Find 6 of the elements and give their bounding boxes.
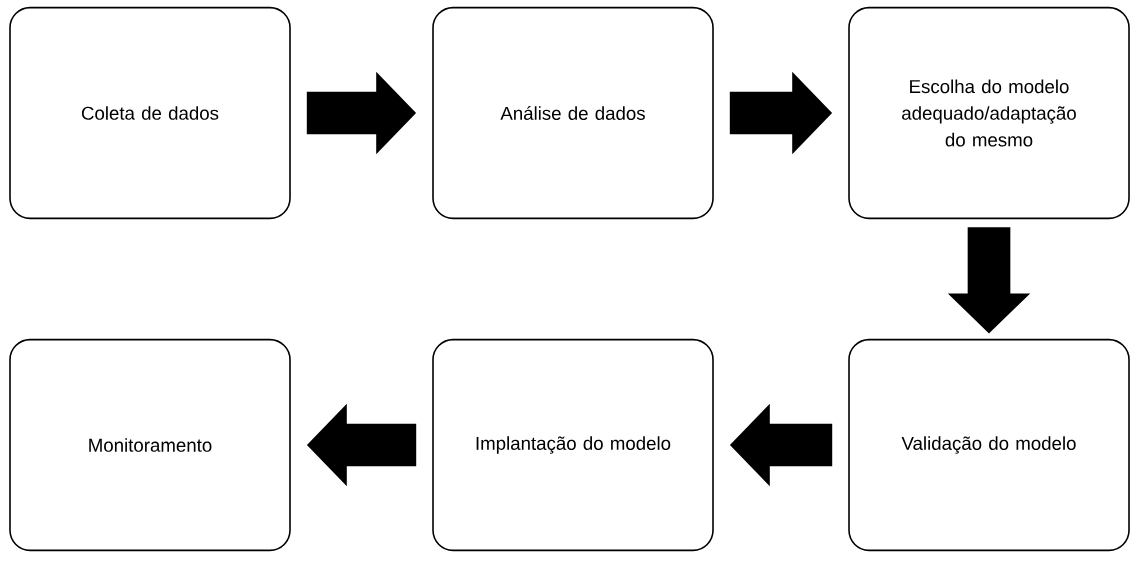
process-box: Análise de dados: [432, 6, 714, 220]
process-box: Validação do modelo: [848, 338, 1130, 552]
process-box: Implantação do modelo: [432, 338, 714, 552]
process-box: Monitoramento: [9, 338, 291, 552]
process-box: Escolha do modelo adequado/adaptação do mesmo: [848, 6, 1130, 220]
process-box: Coleta de dados: [9, 6, 291, 220]
